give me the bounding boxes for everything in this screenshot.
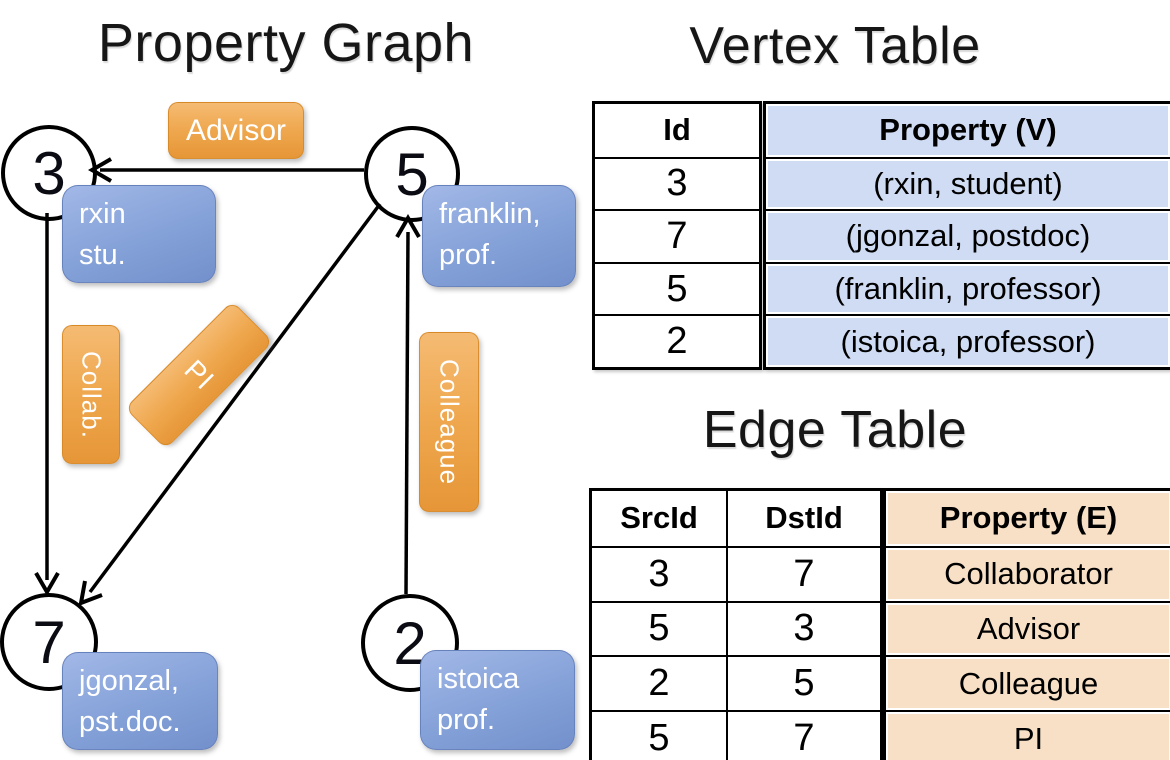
edge-property-table: Property (E) Collaborator Advisor Collea… bbox=[883, 488, 1170, 760]
node-3-property-line2: stu. bbox=[79, 239, 126, 272]
edge-src-cell: 5 bbox=[592, 710, 726, 760]
vertex-property-cell: (franklin, professor) bbox=[766, 261, 1170, 315]
edge-label-advisor: Advisor bbox=[168, 102, 304, 159]
edge-src-cell: 2 bbox=[592, 655, 726, 710]
node-3-property-line1: rxin bbox=[79, 198, 126, 230]
node-7-property-line1: jgonzal, bbox=[79, 665, 179, 697]
edge-dst-cell: 7 bbox=[726, 545, 880, 601]
edge-label-advisor-text: Advisor bbox=[185, 113, 287, 147]
node-7-property-box: jgonzal, pst.doc. bbox=[62, 652, 218, 750]
node-5-property-line1: franklin, bbox=[439, 198, 541, 230]
edge-label-pi: PI bbox=[124, 300, 274, 450]
vertex-id-cell: 2 bbox=[595, 314, 759, 367]
node-7-id: 7 bbox=[32, 608, 66, 676]
edge-table-title: Edge Table bbox=[702, 401, 968, 459]
vertex-id-table: Id 3 7 5 2 bbox=[592, 101, 762, 370]
property-graph-title: Property Graph bbox=[97, 13, 475, 73]
edge-label-collab: Collab. bbox=[62, 325, 120, 464]
vertex-property-cell: (jgonzal, postdoc) bbox=[766, 209, 1170, 262]
edge-pi-arrowhead-icon bbox=[78, 580, 103, 607]
node-5-property-box: franklin, prof. bbox=[422, 185, 576, 287]
vertex-table-title: Vertex Table bbox=[689, 17, 981, 75]
edge-collab-arrowhead-icon bbox=[34, 571, 60, 596]
node-3-property-box: rxin stu. bbox=[62, 185, 216, 283]
edge-property-header: Property (E) bbox=[886, 491, 1170, 546]
edge-src-cell: 5 bbox=[592, 600, 726, 656]
edge-srcid-header: SrcId bbox=[620, 500, 698, 536]
edge-label-colleague-text: Colleague bbox=[434, 358, 465, 486]
edge-property-cell: PI bbox=[886, 710, 1170, 760]
vertex-property-cell: (rxin, student) bbox=[766, 156, 1170, 210]
node-7-property-line2: pst.doc. bbox=[79, 706, 181, 739]
vertex-id-cell: 5 bbox=[595, 261, 759, 315]
node-2-property-line1: istoica bbox=[437, 663, 520, 695]
vertex-property-header: Property (V) bbox=[766, 104, 1170, 157]
edge-dstid-header: DstId bbox=[726, 491, 880, 546]
node-5-property-line2: prof. bbox=[439, 239, 498, 272]
vertex-property-table: Property (V) (rxin, student) (jgonzal, p… bbox=[763, 101, 1170, 370]
edge-label-pi-text: PI bbox=[178, 353, 221, 396]
edge-property-cell: Advisor bbox=[886, 600, 1170, 656]
edge-label-colleague: Colleague bbox=[419, 332, 479, 512]
edge-ids-table: SrcId DstId 3 7 5 3 2 5 5 7 bbox=[589, 488, 883, 760]
graph-node-3: 3 bbox=[1, 125, 97, 221]
node-2-property-box: istoica prof. bbox=[420, 650, 575, 750]
vertex-property-cell: (istoica, professor) bbox=[766, 314, 1170, 367]
edge-property-cell: Colleague bbox=[886, 655, 1170, 711]
edge-dst-cell: 7 bbox=[726, 710, 880, 760]
vertex-id-cell: 7 bbox=[595, 209, 759, 262]
edge-label-collab-text: Collab. bbox=[76, 350, 107, 439]
edge-src-cell: 3 bbox=[592, 545, 726, 601]
edge-dst-cell: 5 bbox=[726, 655, 880, 711]
vertex-id-header: Id bbox=[663, 112, 691, 148]
edge-property-cell: Collaborator bbox=[886, 545, 1170, 601]
edge-dst-cell: 3 bbox=[726, 600, 880, 656]
node-3-id: 3 bbox=[32, 139, 66, 207]
vertex-id-cell: 3 bbox=[595, 156, 759, 210]
edge-colleague-line bbox=[404, 231, 410, 595]
node-2-property-line2: prof. bbox=[437, 704, 496, 737]
